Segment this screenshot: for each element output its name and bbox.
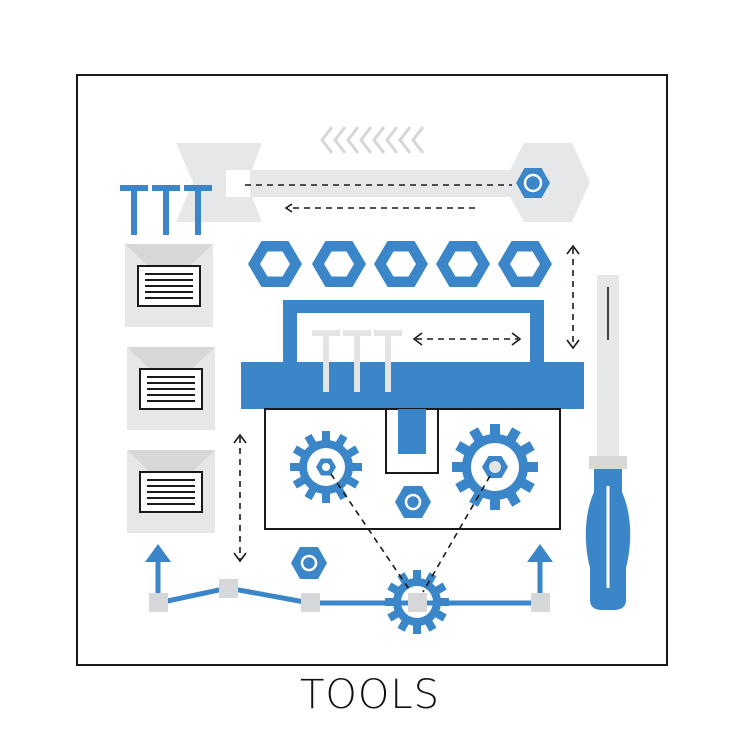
connector-line	[145, 544, 553, 612]
vertical-double-arrow-icon	[233, 433, 247, 563]
screwdriver-icon	[585, 275, 631, 610]
vertical-double-arrow-icon	[566, 244, 580, 350]
caption-title: TOOLS	[299, 672, 441, 718]
document-panel-icon	[125, 244, 215, 533]
chevron-arrows-icon	[320, 126, 425, 154]
hex-nut-icon	[291, 547, 327, 579]
nail-icon	[120, 185, 212, 235]
